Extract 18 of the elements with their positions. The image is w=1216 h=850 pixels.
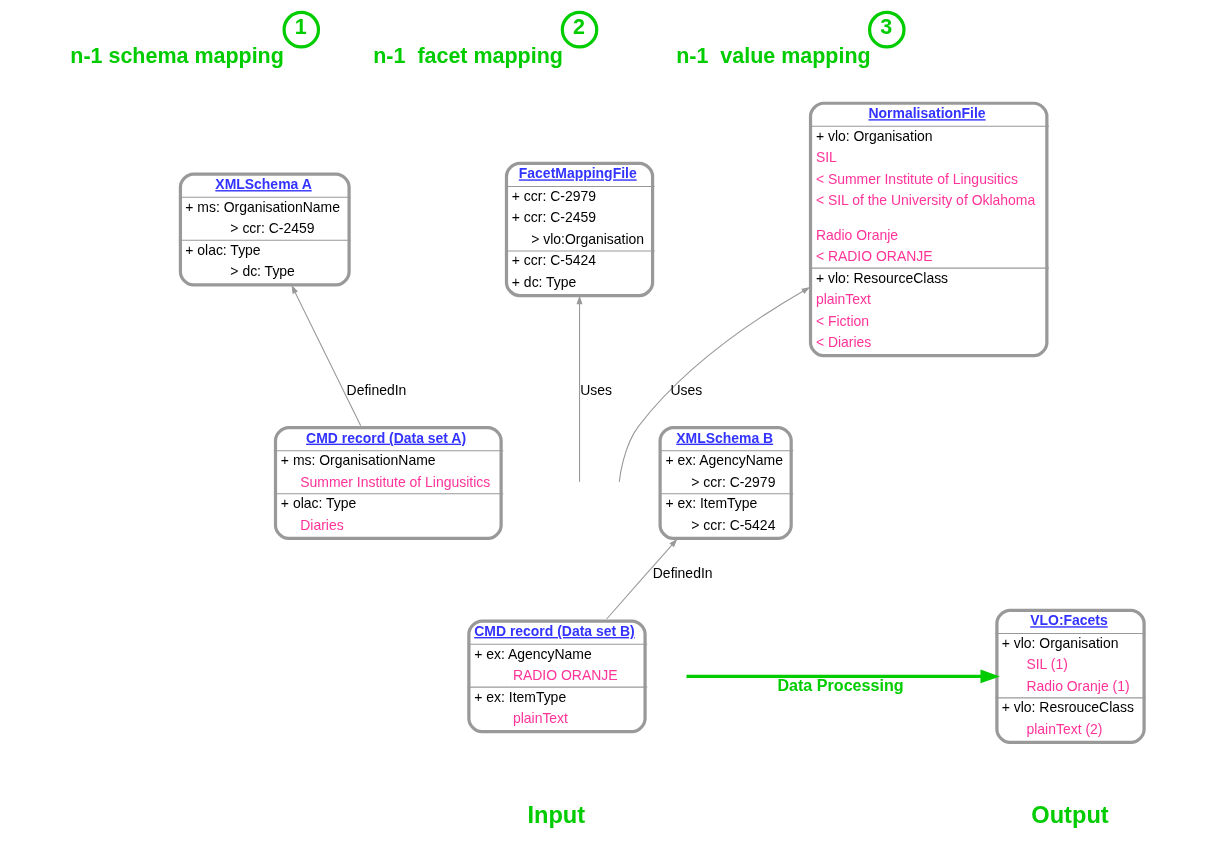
node-label: n-1 value mapping bbox=[676, 43, 871, 68]
arrow bbox=[618, 287, 811, 483]
arrow bbox=[686, 669, 1000, 684]
edge-label: DefinedIn bbox=[346, 382, 407, 399]
edge-label: DefinedIn bbox=[652, 564, 713, 581]
node-label: n-1 facet mapping bbox=[373, 43, 563, 68]
arrow bbox=[606, 538, 678, 620]
edge-label: Data Processing bbox=[777, 676, 904, 695]
edge-label: Uses bbox=[580, 382, 613, 399]
arrow bbox=[576, 295, 583, 483]
label: Input bbox=[527, 802, 586, 829]
node-circle: 2 bbox=[560, 10, 599, 49]
edge-label: Uses bbox=[670, 382, 703, 399]
label: Output bbox=[1031, 802, 1109, 829]
node-circle: 1 bbox=[282, 10, 321, 49]
node-circle: 3 bbox=[868, 10, 906, 49]
node-label: n-1 schema mapping bbox=[70, 43, 284, 68]
arrow bbox=[291, 285, 362, 427]
